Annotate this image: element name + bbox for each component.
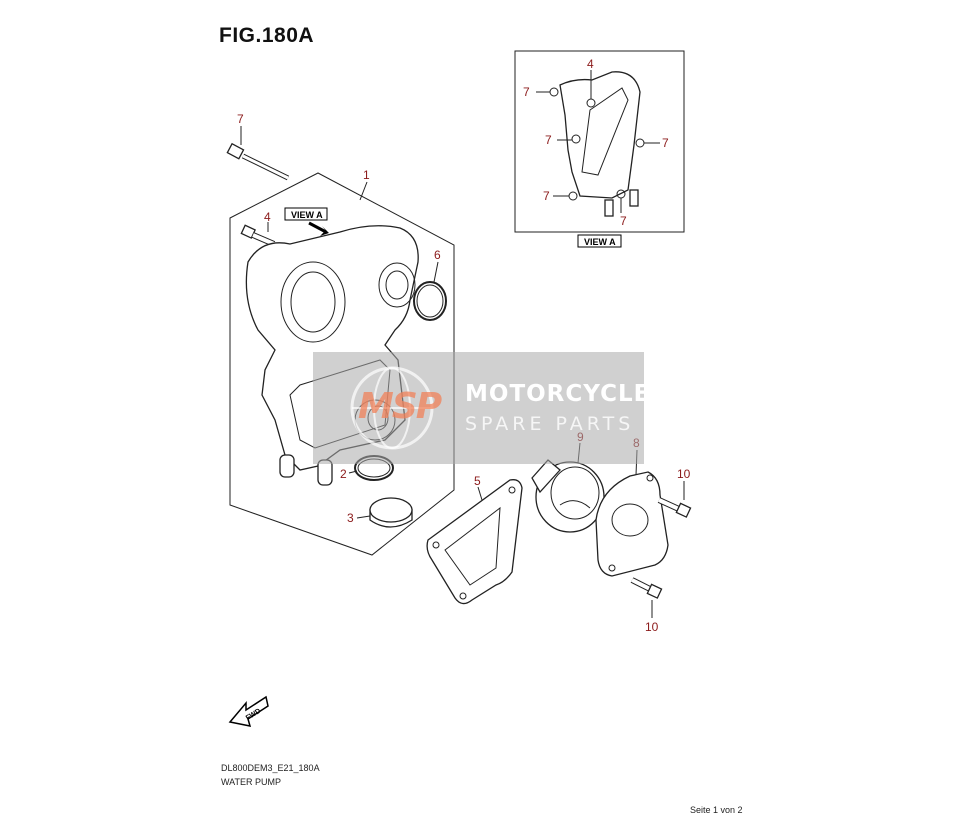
diagram-caption: WATER PUMP	[221, 777, 281, 787]
bolt-10-upper[interactable]	[657, 497, 692, 518]
svg-text:7: 7	[523, 85, 530, 99]
svg-text:7: 7	[662, 136, 669, 150]
svg-text:1: 1	[363, 168, 370, 182]
svg-text:7: 7	[620, 214, 627, 228]
svg-text:4: 4	[587, 57, 594, 71]
page-number: Seite 1 von 2	[690, 805, 743, 815]
svg-text:2: 2	[340, 467, 347, 481]
svg-text:7: 7	[237, 112, 244, 126]
view-a-inset: 7 4 7 7 7 7 VIEW A	[514, 50, 685, 248]
thermostat-9[interactable]	[531, 459, 605, 533]
o-ring-6[interactable]	[413, 281, 447, 321]
bolt-4[interactable]	[240, 224, 276, 247]
gasket-5[interactable]	[426, 479, 523, 605]
svg-text:10: 10	[645, 620, 659, 634]
svg-text:7: 7	[543, 189, 550, 203]
svg-text:4: 4	[264, 210, 271, 224]
bolt-7[interactable]	[226, 142, 290, 181]
cap-3[interactable]	[369, 497, 413, 528]
diagram-code: DL800DEM3_E21_180A	[221, 763, 320, 773]
svg-text:3: 3	[347, 511, 354, 525]
watermark-line2: SPARE PARTS	[465, 413, 635, 435]
view-a-tag: VIEW A	[284, 207, 329, 236]
svg-text:5: 5	[474, 474, 481, 488]
watermark-logo: MSP	[358, 386, 442, 427]
svg-text:10: 10	[677, 467, 691, 481]
svg-text:VIEW A: VIEW A	[291, 210, 323, 220]
svg-text:VIEW A: VIEW A	[584, 237, 616, 247]
watermark-line1: MOTORCYCLE	[465, 381, 651, 407]
figure-title: FIG.180A	[219, 24, 315, 47]
assembly-box	[229, 172, 455, 556]
bolt-10-lower[interactable]	[630, 577, 663, 599]
svg-text:7: 7	[545, 133, 552, 147]
thermostat-cover-8[interactable]	[595, 471, 669, 577]
svg-text:6: 6	[434, 248, 441, 262]
